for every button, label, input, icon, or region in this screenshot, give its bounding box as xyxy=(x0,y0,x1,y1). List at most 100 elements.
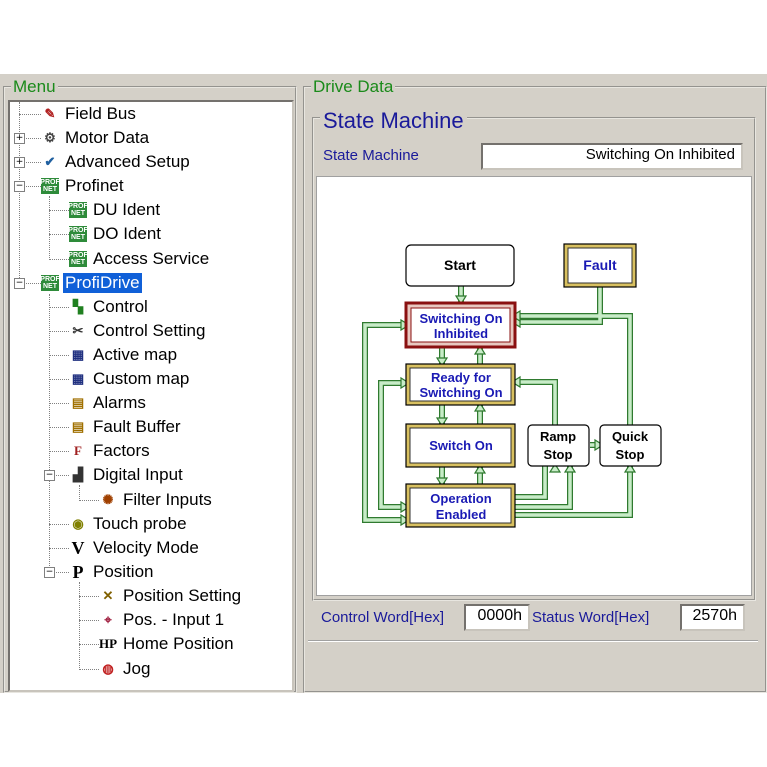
control-word-value: 0000h xyxy=(464,604,530,631)
collapse-profinet[interactable]: − xyxy=(14,181,25,192)
factors-icon: F xyxy=(74,443,82,458)
digital-input-icon: ▟ xyxy=(73,467,83,482)
state-switching-on-inhibited-line2: Inhibited xyxy=(434,326,488,341)
tree-item-home-position[interactable]: HP Home Position xyxy=(99,633,236,655)
position-icon: P xyxy=(72,561,84,582)
tree-item-position[interactable]: P Position xyxy=(69,561,155,583)
collapse-position[interactable]: − xyxy=(44,567,55,578)
velocity-icon: V xyxy=(71,537,85,558)
tree-item-label: Position Setting xyxy=(123,586,242,605)
tree-item-jog[interactable]: ◍ Jog xyxy=(99,658,152,680)
state-machine-value: Switching On Inhibited xyxy=(481,143,743,170)
tree-item-label: Access Service xyxy=(93,249,210,268)
tree-item-label: DU Ident xyxy=(93,200,161,219)
tree-item-label: Alarms xyxy=(93,393,146,412)
field-bus-icon: ✎ xyxy=(44,106,56,121)
position-setting-icon: ✕ xyxy=(102,588,114,603)
tree-item-position-setting[interactable]: ✕ Position Setting xyxy=(99,585,243,607)
tree-item-label: Velocity Mode xyxy=(93,538,199,557)
tree-item-fault-buffer[interactable]: ▤ Fault Buffer xyxy=(69,416,183,438)
tree-item-label: Home Position xyxy=(123,634,234,653)
tree-item-label: Factors xyxy=(93,441,150,460)
motor-icon: ⚙ xyxy=(44,130,56,145)
tree-item-label: ProfiDrive xyxy=(63,273,142,293)
table-icon: ▦ xyxy=(71,371,85,386)
pos-input-icon: ⌖ xyxy=(104,612,112,627)
home-position-icon: HP xyxy=(98,636,118,651)
alarm-icon: ▤ xyxy=(71,395,85,410)
state-quick-stop-line1: Quick xyxy=(612,429,649,444)
jog-icon: ◍ xyxy=(102,661,114,676)
tree-item-advanced-setup[interactable]: ✔ Advanced Setup xyxy=(41,151,192,173)
tree-item-label: Advanced Setup xyxy=(65,152,190,171)
tree-item-label: Control xyxy=(93,297,148,316)
tree-item-label: DO Ident xyxy=(93,224,162,243)
tree-item-control[interactable]: ▚ Control xyxy=(69,296,150,318)
state-quick-stop-line2: Stop xyxy=(616,447,645,462)
state-start: Start xyxy=(444,257,476,273)
tree-item-velocity-mode[interactable]: V Velocity Mode xyxy=(69,537,201,559)
drive-data-bottom-divider xyxy=(308,640,758,642)
alarm-icon: ▤ xyxy=(71,419,85,434)
expand-advanced-setup[interactable]: + xyxy=(14,157,25,168)
tree-item-label: Digital Input xyxy=(93,465,183,484)
tree-item-pos-input-1[interactable]: ⌖ Pos. - Input 1 xyxy=(99,609,226,631)
menu-groupbox xyxy=(3,86,297,693)
advanced-setup-icon: ✔ xyxy=(44,154,56,169)
state-machine-label: State Machine xyxy=(323,147,419,164)
tree-item-label: Position xyxy=(93,562,154,581)
tree-item-filter-inputs[interactable]: ✺ Filter Inputs xyxy=(99,489,214,511)
tree-item-label: Touch probe xyxy=(93,514,187,533)
state-ramp-stop-line1: Ramp xyxy=(540,429,576,444)
tree-item-label: Fault Buffer xyxy=(93,417,181,436)
tree-item-label: Custom map xyxy=(93,369,190,388)
state-switch-on: Switch On xyxy=(429,438,493,453)
tree-item-active-map[interactable]: ▦ Active map xyxy=(69,344,179,366)
collapse-profidrive[interactable]: − xyxy=(14,278,25,289)
state-switching-on-inhibited-line1: Switching On xyxy=(419,311,502,326)
touch-probe-icon: ◉ xyxy=(72,516,84,531)
tree-item-label: Profinet xyxy=(65,176,124,195)
control-icon: ▚ xyxy=(73,299,83,314)
tree-item-alarms[interactable]: ▤ Alarms xyxy=(69,392,148,414)
tree-item-label: Motor Data xyxy=(65,128,150,147)
tree-item-label: Jog xyxy=(123,659,151,678)
tree-item-label: Field Bus xyxy=(65,104,136,123)
status-word-value: 2570h xyxy=(680,604,745,631)
collapse-digital-input[interactable]: − xyxy=(44,470,55,481)
menu-tree[interactable]: + + − − − − ✎ Field Bus ⚙ Motor Data ✔ A… xyxy=(8,100,294,692)
tree-item-label: Control Setting xyxy=(93,321,206,340)
expand-motor-data[interactable]: + xyxy=(14,133,25,144)
tree-item-touch-probe[interactable]: ◉ Touch probe xyxy=(69,513,189,535)
filter-icon: ✺ xyxy=(102,492,114,507)
tree-item-digital-input[interactable]: ▟ Digital Input xyxy=(69,464,185,486)
state-machine-groupbox xyxy=(312,117,756,601)
state-operation-enabled-line2: Enabled xyxy=(436,507,487,522)
status-word-label: Status Word[Hex] xyxy=(532,609,650,626)
state-ready-line1: Ready for xyxy=(431,370,491,385)
control-word-label: Control Word[Hex] xyxy=(321,609,445,626)
tree-item-control-setting[interactable]: ✂ Control Setting xyxy=(69,320,207,342)
state-ramp-stop-line2: Stop xyxy=(544,447,573,462)
drive-data-groupbox xyxy=(303,86,767,693)
tree-item-label: Active map xyxy=(93,345,178,364)
drive-data-title: Drive Data xyxy=(311,77,396,96)
state-fault: Fault xyxy=(583,257,617,273)
menu-title: Menu xyxy=(11,77,58,96)
tree-item-factors[interactable]: F Factors xyxy=(69,440,152,462)
tree-item-field-bus[interactable]: ✎ Field Bus xyxy=(41,103,138,125)
table-icon: ▦ xyxy=(71,347,85,362)
transition-arrows-fill xyxy=(363,286,632,522)
tree-item-motor-data[interactable]: ⚙ Motor Data xyxy=(41,127,151,149)
tree-item-custom-map[interactable]: ▦ Custom map xyxy=(69,368,191,390)
